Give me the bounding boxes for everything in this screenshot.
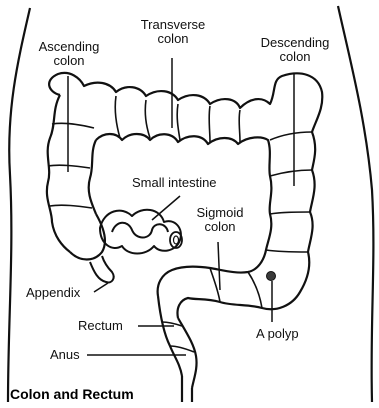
label-appendix: Appendix (26, 286, 96, 300)
leader-lines (68, 58, 294, 355)
label-sigmoid-colon: Sigmoid colon (190, 206, 250, 234)
label-polyp: A polyp (256, 327, 316, 341)
polyp (267, 272, 276, 281)
label-ascending-colon: Ascending colon (30, 40, 108, 68)
label-rectum: Rectum (78, 319, 138, 333)
label-descending-colon: Descending colon (250, 36, 340, 64)
body-outline-right (338, 6, 373, 402)
anal-canal (182, 376, 192, 402)
cecum (70, 214, 105, 260)
leader-appendix (94, 283, 108, 292)
figure-caption: Colon and Rectum (10, 386, 134, 402)
small-intestine (100, 210, 181, 254)
label-transverse-colon: Transverse colon (128, 18, 218, 46)
body-outline-left (8, 8, 30, 402)
ascending-colon-haustra (48, 123, 94, 208)
appendix (90, 256, 114, 282)
label-anus: Anus (50, 348, 90, 362)
leader-small-intestine (152, 196, 180, 220)
leader-sigmoid-colon (218, 242, 220, 290)
ascending-colon (47, 95, 96, 252)
label-small-intestine: Small intestine (132, 176, 242, 190)
descending-colon-haustra (266, 132, 312, 252)
